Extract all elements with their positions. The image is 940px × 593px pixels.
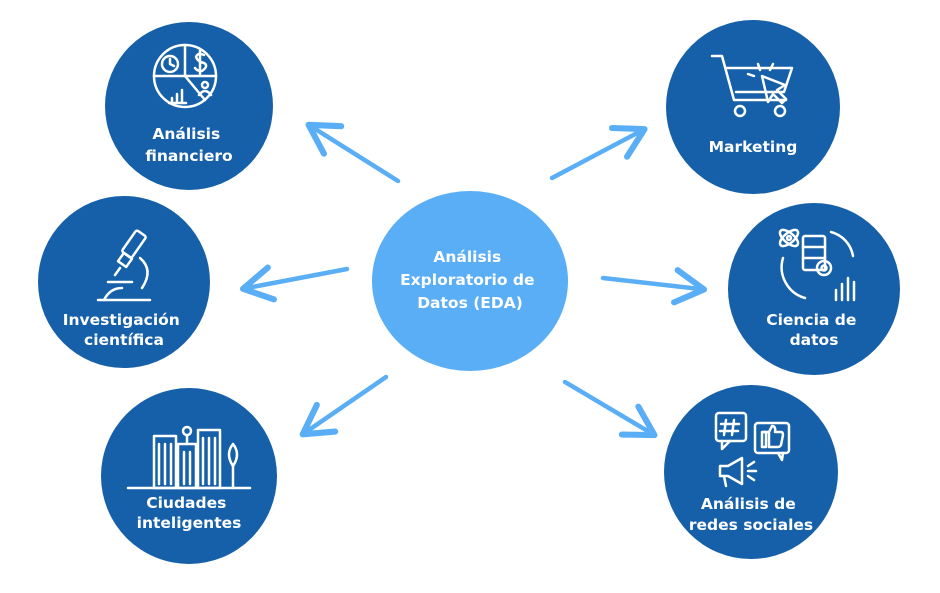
node-investigacion-cientifica: Investigación científica xyxy=(38,196,210,368)
node-label-redes: Análisis de redes sociales xyxy=(689,495,813,534)
node-label-ciencia: Ciencia de datos xyxy=(766,311,862,349)
data-science-icon xyxy=(778,228,856,302)
arrow-to-ciencia xyxy=(600,267,708,306)
shopping-cart-icon xyxy=(710,54,794,118)
microscope-icon xyxy=(96,229,152,302)
node-ciudades-inteligentes: Ciudades inteligentes xyxy=(101,388,277,564)
node-label-financiero: Análisis financiero xyxy=(145,125,232,165)
node-label-investigacion: Investigación científica xyxy=(63,311,186,349)
node-label-marketing: Marketing xyxy=(709,138,798,156)
finance-pie-icon xyxy=(152,43,218,109)
arrow-to-ciudades xyxy=(299,374,389,438)
arrows xyxy=(239,121,708,439)
arrow-to-investigacion xyxy=(239,264,350,303)
social-media-icon xyxy=(714,411,791,488)
center-node: Análisis Exploratorio de Datos (EDA) xyxy=(372,191,568,371)
node-analisis-financiero: Análisis financiero xyxy=(105,22,273,190)
arrow-to-financiero xyxy=(305,121,401,184)
node-marketing: Marketing xyxy=(666,20,840,194)
center-label: Análisis Exploratorio de Datos (EDA) xyxy=(400,248,540,312)
city-buildings-icon xyxy=(126,425,252,490)
node-redes-sociales: Análisis de redes sociales xyxy=(664,385,838,559)
arrow-to-redes xyxy=(562,379,658,439)
node-label-ciudades: Ciudades inteligentes xyxy=(137,494,242,532)
node-ciencia-de-datos: Ciencia de datos xyxy=(728,203,900,375)
arrow-to-marketing xyxy=(549,124,648,181)
